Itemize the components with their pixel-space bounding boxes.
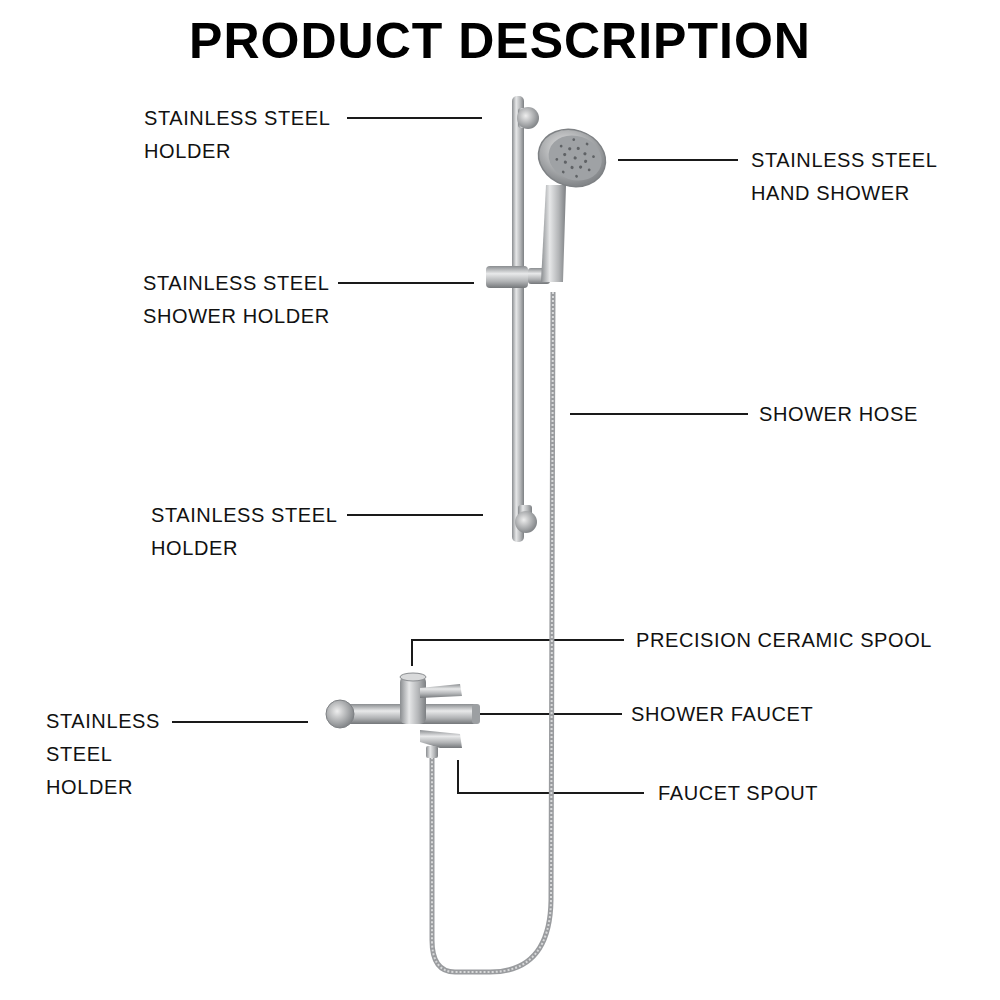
holder-label: STAINLESS STEEL HOLDER: [46, 705, 171, 804]
wall-holder: [517, 107, 539, 129]
shower-slider: [486, 266, 528, 288]
hand-shower-head: [531, 121, 613, 195]
shower-faucet: [326, 673, 480, 758]
hose-label: SHOWER HOSE: [759, 398, 918, 431]
spout-label: FAUCET SPOUT: [658, 777, 818, 810]
wall-holder: [515, 511, 537, 533]
holder-label: STAINLESS STEEL HOLDER: [151, 499, 366, 565]
shower-hose: [432, 292, 553, 972]
leader-lines: [172, 118, 748, 793]
faucet-label: SHOWER FAUCET: [631, 698, 813, 731]
slide-bar: [512, 96, 524, 542]
shower-holder-label: STAINLESS STEEL SHOWER HOLDER: [143, 267, 358, 333]
hand-shower-handle: [541, 185, 566, 282]
spool-label: PRECISION CERAMIC SPOOL: [636, 624, 932, 657]
hand-shower-label: STAINLESS STEEL HAND SHOWER: [751, 144, 966, 210]
holder-label: STAINLESS STEEL HOLDER: [144, 102, 359, 168]
title: PRODUCT DESCRIPTION: [0, 12, 1000, 70]
